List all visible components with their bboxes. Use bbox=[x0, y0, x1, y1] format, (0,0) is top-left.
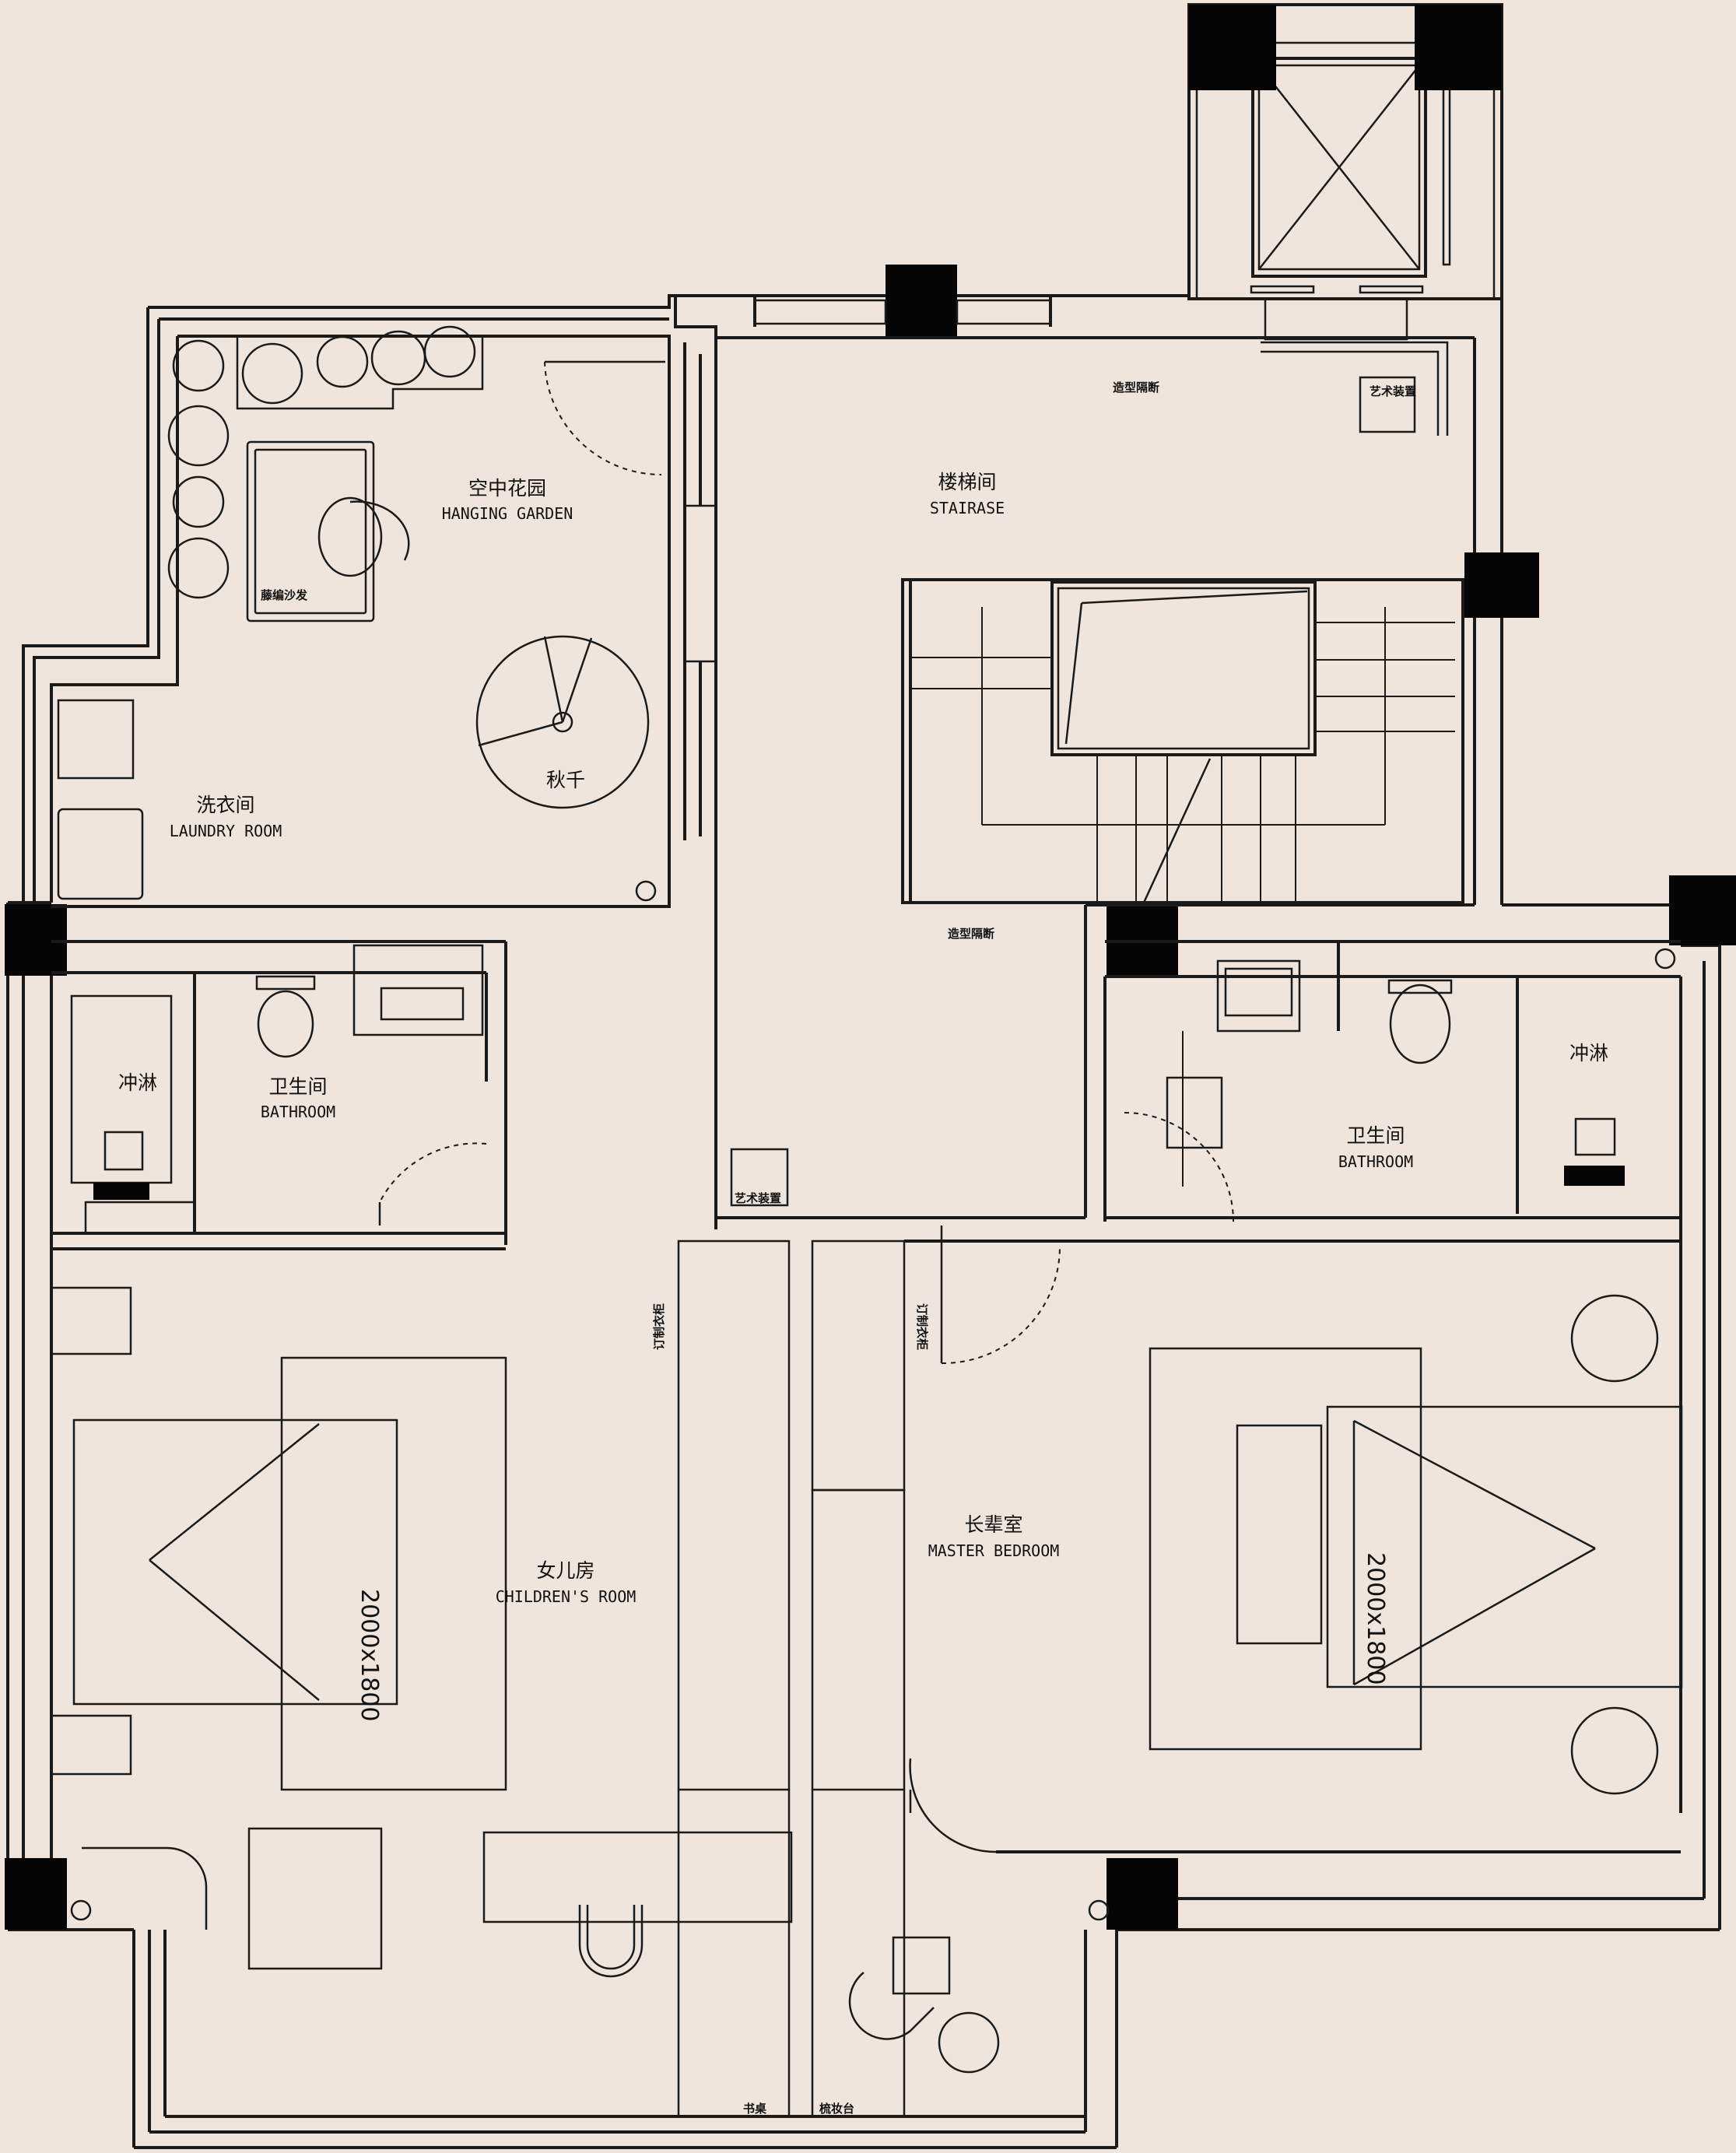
bed-right-dimension: 2000x1800 bbox=[1362, 1552, 1389, 1685]
bath-right-label-en: BATHROOM bbox=[1338, 1152, 1413, 1171]
partition-top-label: 造型隔断 bbox=[1113, 380, 1159, 394]
master-bedroom bbox=[904, 1216, 1683, 1921]
garden-label-en: HANGING GARDEN bbox=[442, 504, 573, 523]
garden-label-zh: 空中花园 bbox=[468, 477, 546, 500]
bathroom-left bbox=[51, 940, 507, 1250]
bathroom-right bbox=[1103, 940, 1681, 1243]
garden-area bbox=[51, 296, 717, 1229]
stair-label-en: STAIRASE bbox=[930, 499, 1005, 517]
art-top-label: 艺术装置 bbox=[1370, 384, 1416, 398]
bath-right-label-zh: 卫生间 bbox=[1346, 1124, 1405, 1147]
art-bottom-label: 艺术装置 bbox=[735, 1191, 781, 1205]
exterior-walls bbox=[6, 294, 1721, 2149]
dresser-label: 梳妆台 bbox=[819, 2102, 854, 2116]
bed-left-dimension: 2000x1800 bbox=[356, 1589, 383, 1721]
wall-column bbox=[1415, 5, 1502, 90]
desk-label: 书桌 bbox=[743, 2102, 767, 2116]
partition-mid-label: 造型隔断 bbox=[948, 927, 994, 941]
laundry-label-zh: 洗衣间 bbox=[196, 794, 254, 816]
wall-column bbox=[1464, 552, 1539, 618]
stair-hall bbox=[716, 296, 1475, 1219]
children-label-zh: 女儿房 bbox=[536, 1559, 594, 1582]
wall-column bbox=[1106, 1858, 1178, 1930]
master-label-en: MASTER BEDROOM bbox=[928, 1541, 1060, 1560]
wall-column bbox=[1669, 875, 1736, 945]
wall-column bbox=[1189, 5, 1276, 90]
bath-left-label-en: BATHROOM bbox=[261, 1103, 335, 1121]
swing-label: 秋千 bbox=[546, 769, 585, 791]
shower-left-label: 冲淋 bbox=[118, 1071, 157, 1094]
master-label-zh: 长辈室 bbox=[964, 1513, 1022, 1536]
rattan-sofa-label: 藤编沙发 bbox=[261, 588, 308, 602]
wardrobe-left-label: 订制衣柜 bbox=[652, 1303, 666, 1350]
wall-column bbox=[5, 1858, 67, 1930]
shower-right-label: 冲淋 bbox=[1569, 1042, 1608, 1064]
children-room bbox=[50, 1286, 793, 1978]
bath-left-label-zh: 卫生间 bbox=[268, 1075, 327, 1098]
wardrobe-right-label: 订制衣柜 bbox=[915, 1303, 929, 1350]
wardrobes bbox=[677, 1240, 1000, 2116]
wall-column bbox=[886, 265, 957, 339]
stair-label-zh: 楼梯间 bbox=[938, 471, 996, 493]
children-label-en: CHILDREN'S ROOM bbox=[496, 1587, 637, 1606]
laundry-label-en: LAUNDRY ROOM bbox=[170, 822, 282, 840]
